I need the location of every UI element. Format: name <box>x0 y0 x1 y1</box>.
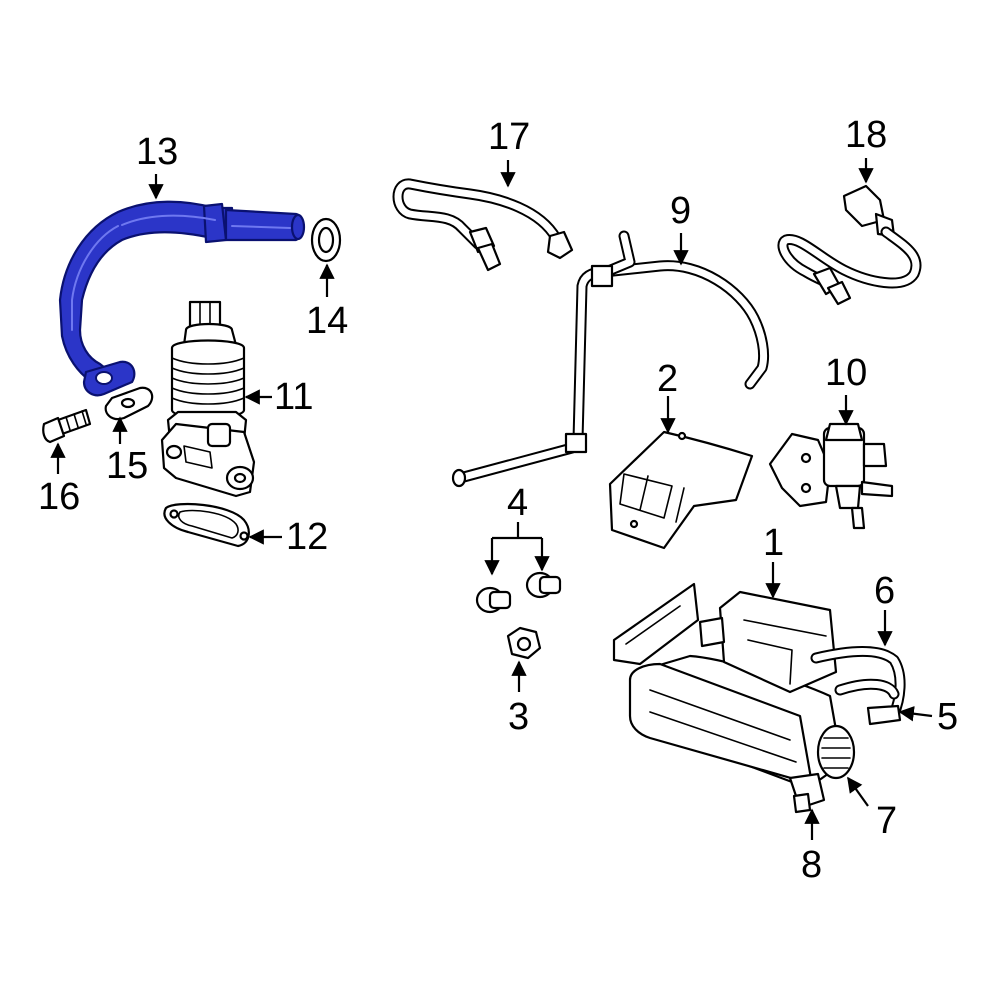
callout-16: 16 <box>38 476 81 518</box>
callout-17: 17 <box>488 116 531 158</box>
callout-11: 11 <box>274 376 314 418</box>
purge-valve-part-10[interactable] <box>768 422 894 530</box>
vapor-canister-part-1[interactable] <box>612 582 906 814</box>
callout-6: 6 <box>874 570 896 612</box>
callout-2: 2 <box>657 358 679 400</box>
callout-13: 13 <box>136 131 179 173</box>
gasket-part-12[interactable] <box>163 502 250 548</box>
bolt-part-16[interactable] <box>42 408 92 444</box>
heat-shield-part-2[interactable] <box>608 430 754 550</box>
callout-1: 1 <box>763 522 785 564</box>
flange-gasket-part-15[interactable] <box>104 386 154 421</box>
callout-8: 8 <box>801 844 823 886</box>
grommet-part-4a[interactable] <box>475 586 512 614</box>
callout-14: 14 <box>306 300 349 342</box>
nut-part-3[interactable] <box>506 626 542 660</box>
callout-4: 4 <box>507 482 529 524</box>
callout-10: 10 <box>825 352 868 394</box>
callout-5: 5 <box>937 696 959 738</box>
egr-valve-part-11[interactable] <box>160 300 256 498</box>
oxygen-sensor-part-18[interactable] <box>777 184 922 306</box>
gasket-ring-part-14[interactable] <box>310 217 342 263</box>
callout-12: 12 <box>286 516 329 558</box>
callout-15: 15 <box>106 445 149 487</box>
grommet-part-4b[interactable] <box>525 571 562 599</box>
callout-3: 3 <box>508 696 530 738</box>
oxygen-sensor-part-17[interactable] <box>392 178 574 272</box>
vapor-hose-part-9[interactable] <box>451 230 770 488</box>
egr-tube-part-13[interactable] <box>58 200 306 397</box>
leader-lines <box>50 158 933 840</box>
callout-7: 7 <box>876 800 898 842</box>
callout-18: 18 <box>845 114 888 156</box>
callout-9: 9 <box>670 190 692 232</box>
